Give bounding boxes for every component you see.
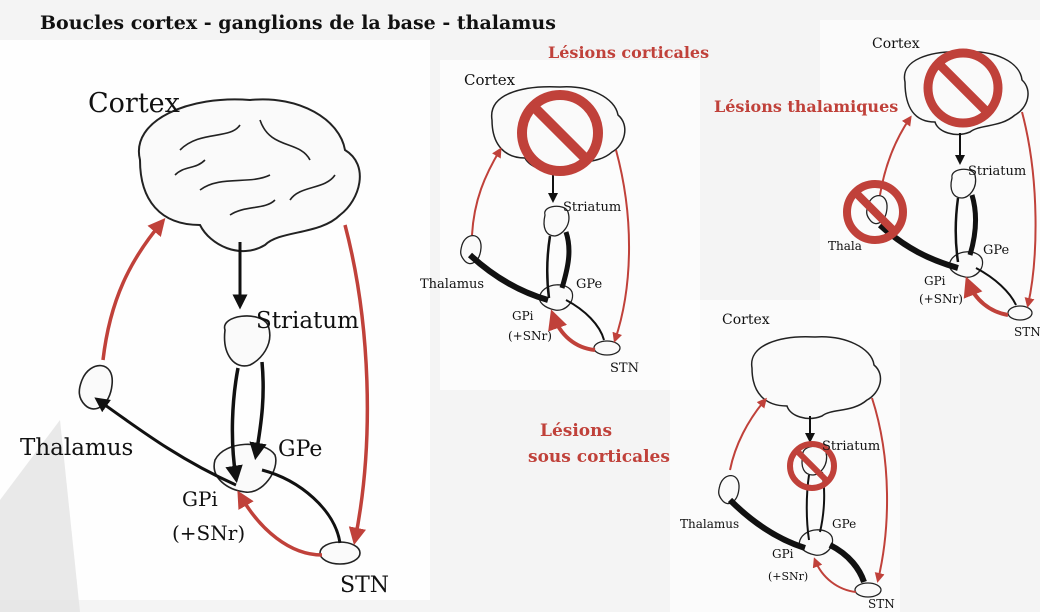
thalamic-lesions-heading: Lésions thalamiques — [714, 97, 898, 116]
main-gpi-label: GPi — [182, 487, 218, 511]
cortical-cortex-label: Cortex — [464, 71, 516, 89]
main-cortex-label: Cortex — [88, 88, 180, 119]
thalamic-cortex-label: Cortex — [872, 36, 920, 52]
thalamic-striatum-gpi-path — [956, 198, 958, 262]
subcortical-stn-shape — [855, 583, 881, 597]
subcortical-gpi-thalamus-path — [730, 500, 805, 548]
subcortical-gpe-stn-path — [830, 545, 864, 582]
cortical-cortex-stn-path — [615, 150, 629, 340]
subcortical-cortex-label: Cortex — [722, 312, 770, 328]
main-thalamus-cortex-path — [103, 222, 162, 360]
subcortical-stn-label: STN — [868, 597, 895, 611]
thalamic-gpe-label: GPe — [983, 243, 1010, 258]
cortical-gpe-label: GPe — [576, 277, 603, 292]
main-thalamus-shape — [79, 366, 112, 409]
main-striatum-label: Striatum — [256, 308, 359, 334]
subcortical-stn-gpi-path — [815, 560, 856, 592]
subcortical-cortex-brain — [752, 337, 881, 419]
main-gpe-stn-path — [262, 470, 340, 543]
main-stn-label: STN — [340, 573, 389, 598]
main-striatum-gpe-path — [256, 362, 263, 455]
cortical-gpe-stn-path — [566, 300, 604, 340]
cortical-stn-shape — [594, 341, 620, 355]
subcortical-gp-shape — [799, 530, 832, 555]
main-stn-gpi-path — [240, 495, 322, 555]
thalamic-snr-label: (+SNr) — [919, 292, 963, 306]
thalamic-striatum-label: Striatum — [968, 164, 1026, 179]
main-cortex-stn-path — [345, 225, 367, 540]
main-cortex-brain — [139, 99, 360, 251]
thalamic-thalamus-label: Thala — [828, 239, 862, 253]
subcortical-thalamus-label: Thalamus — [680, 517, 739, 531]
main-stn-shape — [320, 542, 360, 564]
cortical-striatum-label: Striatum — [563, 200, 621, 215]
subcortical-lesions-heading-line2: sous corticales — [528, 447, 670, 467]
main-thalamus-label: Thalamus — [20, 435, 133, 461]
thalamic-stn-shape — [1008, 306, 1032, 320]
main-gp-shape — [214, 444, 276, 492]
cortical-stn-label: STN — [610, 361, 639, 376]
cortical-thalamus-label: Thalamus — [420, 277, 484, 292]
thalamic-gpe-stn-path — [976, 268, 1016, 305]
cortical-stn-gpi-path — [553, 315, 595, 350]
thalamus-prohibition-icon — [847, 184, 903, 240]
subcortical-thalamus-shape — [719, 476, 739, 504]
cortical-snr-label: (+SNr) — [508, 329, 552, 343]
main-diagram: Cortex Striatum Thalamus GPe GPi (+SNr) … — [20, 88, 389, 598]
subcortical-thalamus-cortex-path — [730, 400, 765, 470]
thalamic-stn-label: STN — [1014, 325, 1040, 339]
main-snr-label: (+SNr) — [172, 521, 245, 545]
main-gpe-label: GPe — [278, 437, 322, 462]
cortical-gpi-label: GPi — [512, 309, 534, 323]
thalamic-cortex-stn-path — [1022, 112, 1036, 305]
subcortical-lesions-diagram: Lésions sous corticales Cortex Striatum … — [528, 312, 895, 611]
cortical-lesions-heading: Lésions corticales — [548, 43, 709, 62]
cortical-thalamus-cortex-path — [472, 150, 500, 235]
cortical-striatum-gpe-path — [562, 232, 569, 288]
thalamic-lesions-diagram: Lésions thalamiques Cortex Striatum Thal… — [714, 36, 1040, 339]
subcortical-lesions-heading-line1: Lésions — [540, 421, 612, 441]
subcortical-gpe-label: GPe — [832, 517, 856, 531]
subcortical-cortex-stn-path — [872, 398, 887, 580]
subcortical-gpi-label: GPi — [772, 547, 794, 561]
thalamic-gpi-label: GPi — [924, 274, 946, 288]
thalamic-striatum-gpe-path — [970, 195, 976, 255]
subcortical-snr-label: (+SNr) — [768, 570, 808, 583]
cortical-lesions-diagram: Lésions corticales Cortex Striatum Thala… — [420, 43, 709, 376]
subcortical-striatum-label: Striatum — [822, 439, 880, 454]
